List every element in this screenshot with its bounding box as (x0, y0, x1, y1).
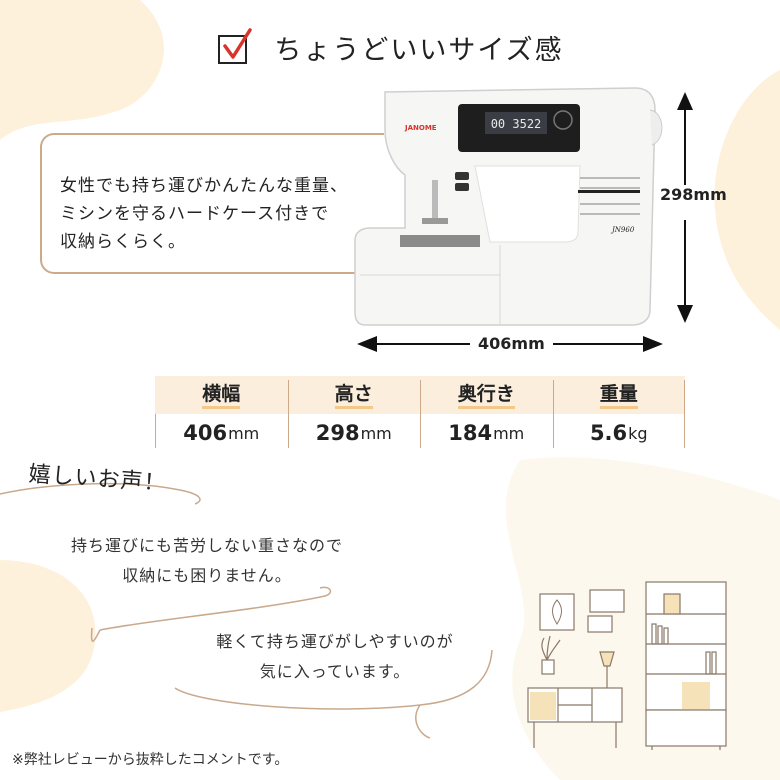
page-title: ちょうどいいサイズ感 (274, 34, 564, 66)
footnote: ※弊社レビューから抜粋したコメントです。 (12, 752, 289, 768)
spec-unit: mm (360, 423, 392, 443)
spec-label: 奥行き (457, 382, 515, 409)
review-line: 持ち運びにも苦労しない重さなので (70, 536, 343, 555)
spec-label: 横幅 (202, 382, 241, 409)
spec-value: 184 (448, 421, 493, 445)
checkbox-icon (216, 27, 256, 67)
spec-label: 高さ (334, 382, 373, 409)
feature-line: 女性でも持ち運びかんたんな重量、 (60, 176, 348, 196)
review-comment: 持ち運びにも苦労しない重さなので 収納にも困りません。 (0, 531, 414, 591)
feature-text: 女性でも持ち運びかんたんな重量、 ミシンを守るハードケース付きで 収納らくらく。 (60, 172, 390, 256)
title-row: ちょうどいいサイズ感 (0, 22, 780, 72)
spec-unit: kg (628, 423, 648, 443)
spec-unit: mm (228, 423, 260, 443)
review-line: 収納にも困りません。 (122, 566, 292, 585)
width-dimension: 406mm (470, 334, 553, 353)
machine-brand: JANOME (404, 124, 437, 132)
review-comment: 軽くて持ち運びがしやすいのが 気に入っています。 (150, 627, 520, 687)
room-illustration (527, 581, 727, 750)
spec-value: 298 (315, 421, 360, 445)
review-line: 気に入っています。 (259, 662, 411, 681)
review-line: 軽くて持ち運びがしやすいのが (216, 632, 454, 651)
machine-display: 00 3522 (491, 117, 542, 131)
feature-box (40, 133, 384, 274)
spec-unit: mm (493, 423, 525, 443)
feature-line: ミシンを守るハードケース付きで (60, 204, 330, 224)
spec-value: 5.6 (589, 421, 628, 445)
feature-line: 収納らくらく。 (60, 232, 186, 252)
machine-model: JN960 (610, 226, 635, 234)
height-arrow (677, 92, 693, 323)
sewing-machine-image: 00 3522 JANOME JN960 (354, 87, 663, 326)
spec-value: 406 (183, 421, 228, 445)
height-dimension: 298mm (660, 185, 727, 204)
spec-label: 重量 (599, 382, 638, 409)
